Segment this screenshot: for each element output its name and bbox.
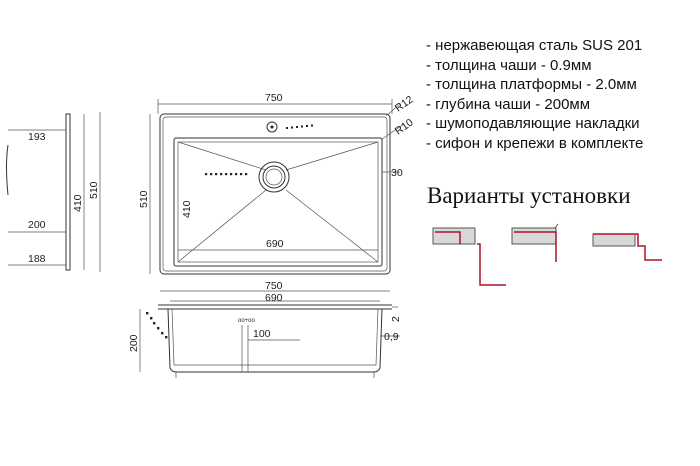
side-dim-510: 510 — [88, 181, 100, 199]
spec-item: - толщина платформы - 2.0мм — [426, 76, 637, 93]
side-view: 193 200 188 410 510 — [6, 112, 101, 272]
side-dim-200: 200 — [28, 219, 46, 231]
spec-list: - нержавеющая сталь SUS 201 - толщина ча… — [426, 36, 643, 153]
tap-hole — [266, 121, 278, 133]
front-dim-690: 690 — [265, 292, 283, 304]
spec-item: - толщина чаши - 0.9мм — [426, 56, 592, 74]
side-dim-410: 410 — [72, 194, 84, 212]
undermount-install-icon — [432, 227, 506, 286]
front-dim-2: 2 — [390, 316, 402, 322]
spec-item: - сифон и крепежи в комплекте — [426, 134, 644, 152]
top-dim-r12: R12 — [393, 93, 416, 114]
flush-install-icon — [511, 223, 559, 262]
noise-pad-dots — [146, 312, 168, 339]
front-dim-0-9: 0,9 — [384, 331, 399, 343]
top-dim-30: 30 — [391, 167, 403, 179]
drain-marker-glyphs: oo+oo — [238, 318, 256, 324]
top-view: 750 R12 R10 — [138, 92, 416, 275]
spec-item: - шумоподавляющие накладки — [426, 115, 640, 132]
spec-item: - глубина чаши - 200мм — [426, 95, 591, 113]
top-dim-410: 410 — [181, 200, 193, 218]
top-dim-690: 690 — [266, 238, 284, 250]
side-dim-188: 188 — [28, 253, 46, 265]
top-dim-750: 750 — [265, 92, 283, 104]
front-dim-100: 100 — [253, 328, 271, 340]
top-dim-510: 510 — [138, 190, 150, 208]
install-variants-title: Варианты установки — [427, 183, 631, 208]
overflow-slots — [205, 173, 248, 176]
spec-item: - нержавеющая сталь SUS 201 — [426, 37, 643, 54]
overmount-install-icon — [592, 233, 662, 261]
side-dim-193: 193 — [28, 131, 46, 143]
top-dim-r10: R10 — [393, 116, 416, 137]
front-view: 750 690 oo+oo 100 200 2 0,9 — [128, 280, 402, 378]
front-dim-750: 750 — [265, 280, 283, 292]
platform-dots — [286, 124, 313, 129]
front-dim-200: 200 — [128, 334, 140, 352]
